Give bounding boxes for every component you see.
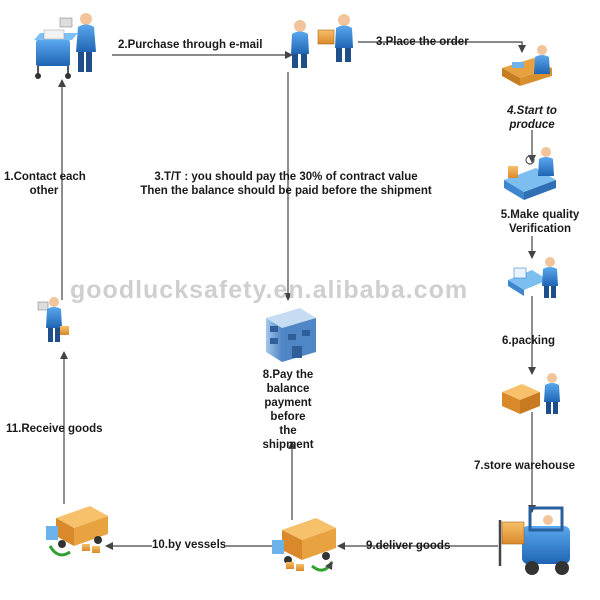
factory-worker-icon <box>502 45 552 86</box>
watermark: goodlucksafety.en.alibaba.com <box>70 276 469 304</box>
person-with-box-icon <box>317 14 353 62</box>
step-6-label: 6.packing <box>502 335 556 347</box>
step-10-label: 10.by vessels <box>152 538 227 552</box>
step-3-label: 3.Place the order <box>376 36 469 48</box>
step-1-label: 1.Contact each other <box>4 171 86 197</box>
person-at-desk-icon <box>34 13 96 79</box>
step-8-label: 8.Pay the balance payment before the shi… <box>262 369 314 451</box>
quality-check-icon <box>504 147 556 200</box>
step-3-tt-label: 3.T/T : you should pay the 30% of contra… <box>140 171 432 197</box>
step-11-label: 11.Receive goods <box>6 423 103 435</box>
step-7-label: 7.store warehouse <box>474 460 575 472</box>
customer-receiving-icon <box>37 297 69 342</box>
person-email-icon <box>291 20 309 68</box>
flow-arrows <box>58 41 536 550</box>
delivery-truck-icon <box>272 518 336 572</box>
arrow-place-order <box>358 41 526 53</box>
delivery-truck-icon <box>46 506 108 557</box>
step-9-label: 9.deliver goods <box>366 540 451 552</box>
step-4-label: 4.Start to produce <box>507 105 557 131</box>
bank-building-icon <box>266 308 316 362</box>
step-5-label: 5.Make quality Verification <box>500 209 580 235</box>
forklift-icon <box>498 506 570 575</box>
packing-worker-icon <box>508 257 558 298</box>
warehouse-worker-icon <box>502 373 560 414</box>
step-2-label: 2.Purchase through e-mail <box>118 39 263 51</box>
